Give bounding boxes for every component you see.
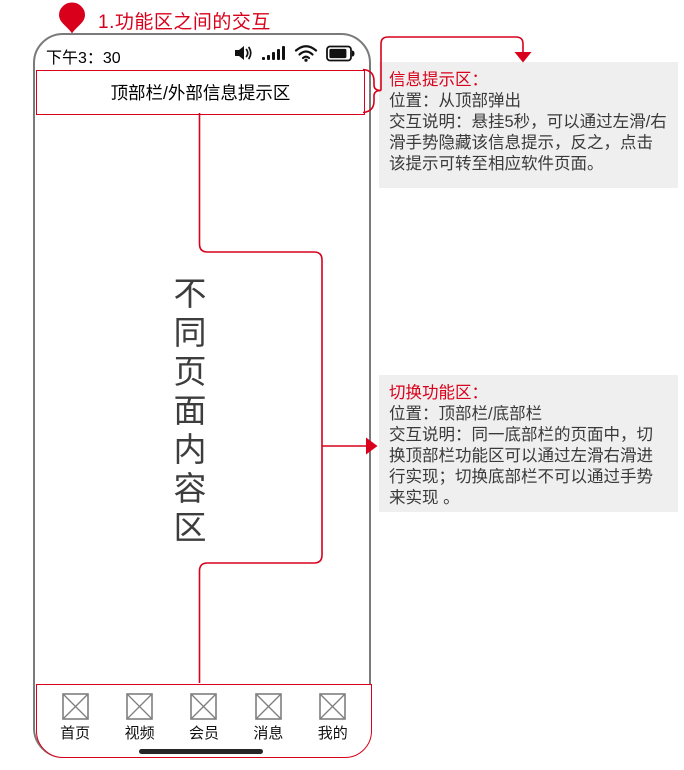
annotation-title: 信息提示区： xyxy=(389,71,488,89)
tab-label: 视频 xyxy=(124,725,155,742)
tab-label: 消息 xyxy=(253,725,284,742)
annotation-switch-zone: 切换功能区： 位置：顶部栏/底部栏 交互说明：同一底部栏的页面中，切换顶部栏功能… xyxy=(379,375,678,512)
arrowhead-down xyxy=(514,52,532,63)
phone-frame: 下午3：30 xyxy=(33,33,372,758)
annotation-line: 位置：从顶部弹出 xyxy=(389,92,521,110)
annotation-line: 交互说明：悬挂5秒，可以通过左滑/右滑手势隐藏该信息提示，反之，点击该提示可转至… xyxy=(389,113,667,173)
signal-icon xyxy=(262,46,285,60)
wifi-icon xyxy=(294,45,318,62)
status-bar: 下午3：30 xyxy=(35,35,369,69)
tab-label: 会员 xyxy=(188,725,219,742)
annotation-line: 交互说明：同一底部栏的页面中，切换顶部栏功能区可以通过左滑右滑进行实现；切换底部… xyxy=(389,426,653,507)
content-region-label: 不同页面内容区 xyxy=(173,275,207,546)
image-placeholder-icon xyxy=(319,693,347,720)
tab-video[interactable]: 视频 xyxy=(112,693,168,743)
location-pin-icon xyxy=(57,1,87,36)
battery-icon xyxy=(326,45,355,61)
tab-profile[interactable]: 我的 xyxy=(305,693,361,743)
annotation-notification-zone: 信息提示区： 位置：从顶部弹出 交互说明：悬挂5秒，可以通过左滑/右滑手势隐藏该… xyxy=(379,62,678,188)
image-placeholder-icon xyxy=(190,693,218,720)
image-placeholder-icon xyxy=(255,693,282,720)
tab-messages[interactable]: 消息 xyxy=(240,693,296,743)
tab-home[interactable]: 首页 xyxy=(47,693,103,743)
page-title: 1.功能区之间的交互 xyxy=(98,12,271,33)
tab-label: 首页 xyxy=(60,725,91,742)
annotation-line: 位置：顶部栏/底部栏 xyxy=(389,405,543,423)
image-placeholder-icon xyxy=(61,693,89,720)
status-time: 下午3：30 xyxy=(46,50,121,67)
tab-label: 我的 xyxy=(317,725,348,742)
top-bar-region[interactable]: 顶部栏/外部信息提示区 xyxy=(36,70,365,115)
image-placeholder-icon xyxy=(126,693,153,720)
annotation-title: 切换功能区： xyxy=(389,384,488,402)
home-indicator[interactable] xyxy=(139,749,263,754)
bottom-tab-bar: 首页 视频 会员 xyxy=(36,684,372,758)
tab-vip[interactable]: 会员 xyxy=(176,693,232,743)
top-bar-label: 顶部栏/外部信息提示区 xyxy=(110,83,291,103)
status-icons xyxy=(233,42,355,64)
volume-icon xyxy=(235,46,252,60)
